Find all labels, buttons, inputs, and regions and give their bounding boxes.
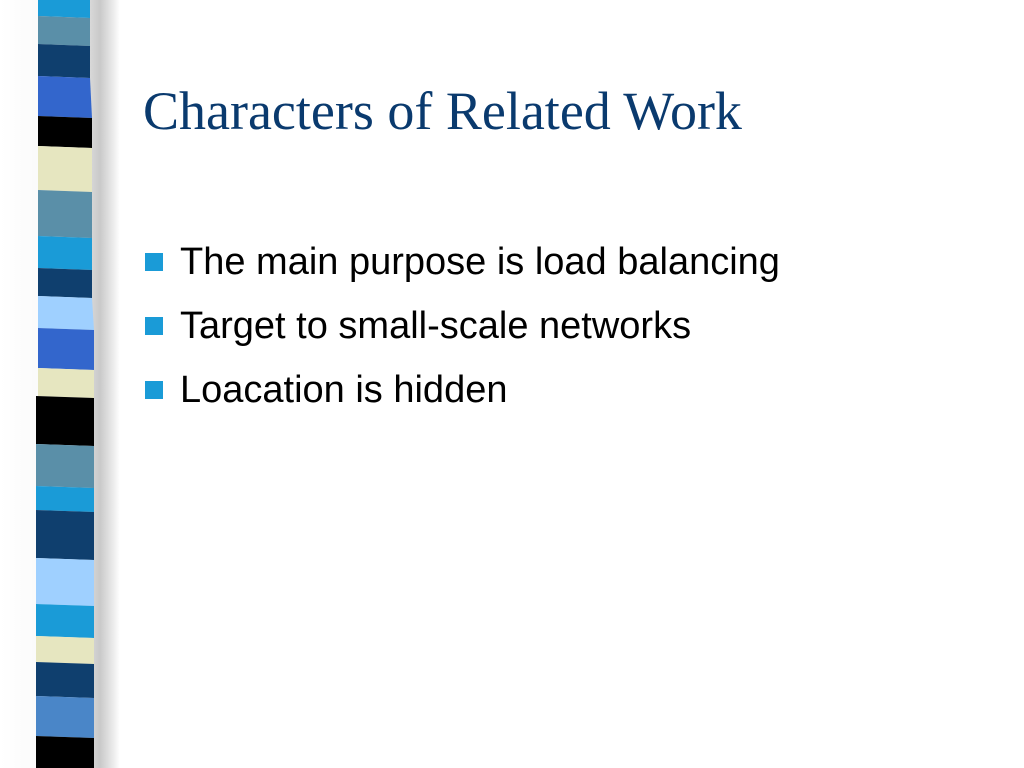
stripe xyxy=(38,190,92,238)
stripe xyxy=(36,444,94,488)
stripe xyxy=(36,604,94,638)
square-bullet-icon xyxy=(145,253,163,271)
stripe xyxy=(36,558,94,606)
stripe xyxy=(36,662,94,698)
stripe xyxy=(36,636,94,664)
stripe xyxy=(38,328,94,370)
stripe xyxy=(38,268,92,298)
stripe xyxy=(36,510,94,560)
stripe xyxy=(38,16,90,46)
decorative-stripe-column xyxy=(36,0,94,768)
bullet-item: Target to small-scale networks xyxy=(145,294,780,358)
slide-title: Characters of Related Work xyxy=(143,81,742,141)
stripe xyxy=(38,368,94,398)
stripe xyxy=(36,736,94,768)
stripe xyxy=(36,396,94,446)
square-bullet-icon xyxy=(145,381,163,399)
bullet-list: The main purpose is load balancing Targe… xyxy=(145,230,780,422)
bullet-text: Loacation is hidden xyxy=(180,368,508,411)
stripe xyxy=(38,0,90,18)
bullet-item: The main purpose is load balancing xyxy=(145,230,780,294)
stripe xyxy=(38,236,92,270)
bullet-text: The main purpose is load balancing xyxy=(180,240,780,283)
stripe xyxy=(38,76,92,118)
stripe xyxy=(38,116,92,148)
bullet-text: Target to small-scale networks xyxy=(180,304,692,347)
stripe xyxy=(36,696,94,738)
stripe xyxy=(38,296,94,330)
bullet-item: Loacation is hidden xyxy=(145,358,780,422)
stripe xyxy=(36,486,94,512)
stripe xyxy=(38,146,92,192)
square-bullet-icon xyxy=(145,317,163,335)
stripe xyxy=(38,44,90,78)
